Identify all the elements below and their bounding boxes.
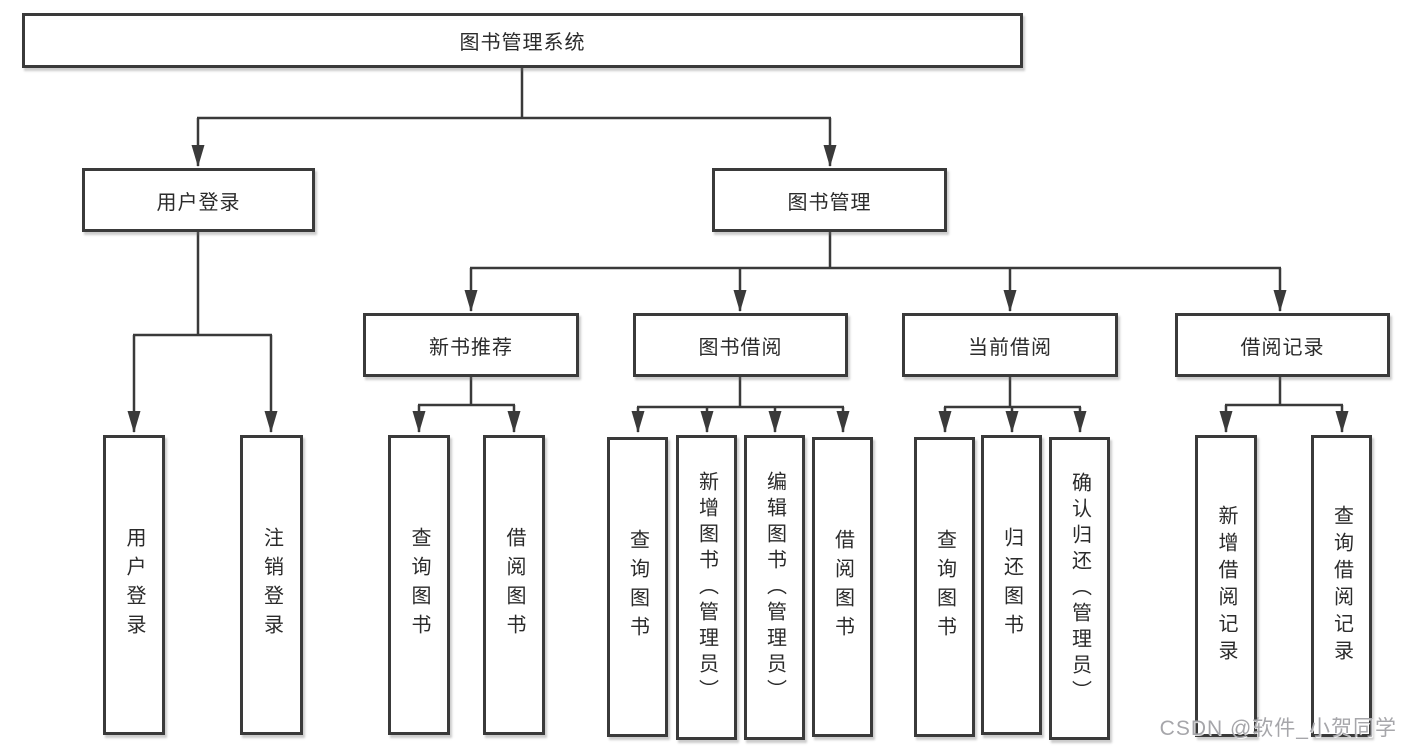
- leaf-user-login: 用户登录: [103, 435, 165, 735]
- leaf-query-book-current: 查询图书: [914, 437, 975, 737]
- leaf-add-book-admin: 新增图书（管理员）: [676, 435, 737, 740]
- leaf-query-borrow-record: 查询借阅记录: [1311, 435, 1372, 737]
- node-borrow-record: 借阅记录: [1175, 313, 1390, 377]
- leaf-add-borrow-record: 新增借阅记录: [1195, 435, 1257, 737]
- node-book-management: 图书管理: [712, 168, 947, 232]
- leaf-logout: 注销登录: [240, 435, 303, 735]
- csdn-watermark: CSDN @软件_小贺同学: [1159, 717, 1397, 740]
- leaf-query-book-recommend: 查询图书: [388, 435, 450, 735]
- leaf-borrow-book: 借阅图书: [812, 437, 873, 737]
- leaf-borrow-book-recommend: 借阅图书: [483, 435, 545, 735]
- leaf-confirm-return-admin: 确认归还（管理员）: [1049, 437, 1110, 740]
- node-current-borrow: 当前借阅: [902, 313, 1118, 377]
- node-user-login: 用户登录: [82, 168, 315, 232]
- leaf-edit-book-admin: 编辑图书（管理员）: [744, 435, 805, 740]
- node-book-borrow: 图书借阅: [633, 313, 848, 377]
- node-root-system: 图书管理系统: [22, 13, 1023, 68]
- node-new-book-recommend: 新书推荐: [363, 313, 579, 377]
- leaf-query-book-borrow: 查询图书: [607, 437, 668, 737]
- leaf-return-book: 归还图书: [981, 435, 1042, 735]
